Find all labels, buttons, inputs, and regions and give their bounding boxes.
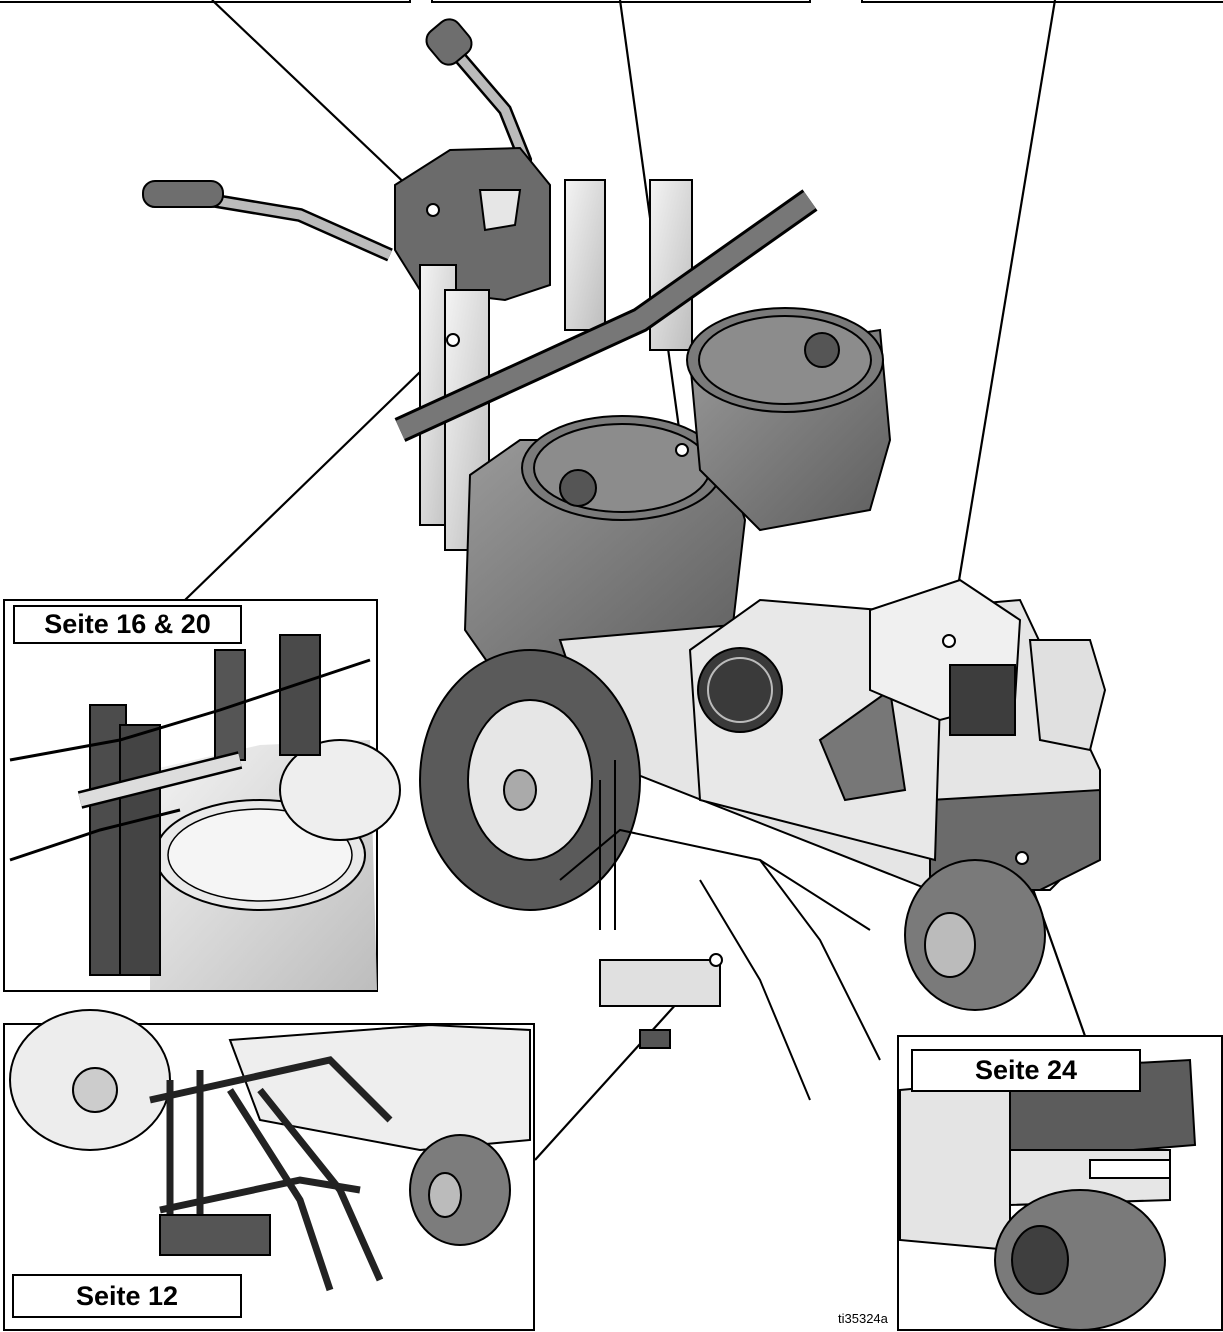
inset-pumps [3,599,401,992]
callout-label-page-16-20: Seite 16 & 20 [13,605,242,644]
line-striper-machine [142,18,1107,1101]
callout-label-page-24: Seite 24 [911,1049,1141,1092]
top-callout-boxes [0,0,1223,3]
figure-identifier: ti35324a [838,1311,888,1326]
callout-label-page-12: Seite 12 [12,1274,242,1318]
callout-markers [426,203,1029,967]
